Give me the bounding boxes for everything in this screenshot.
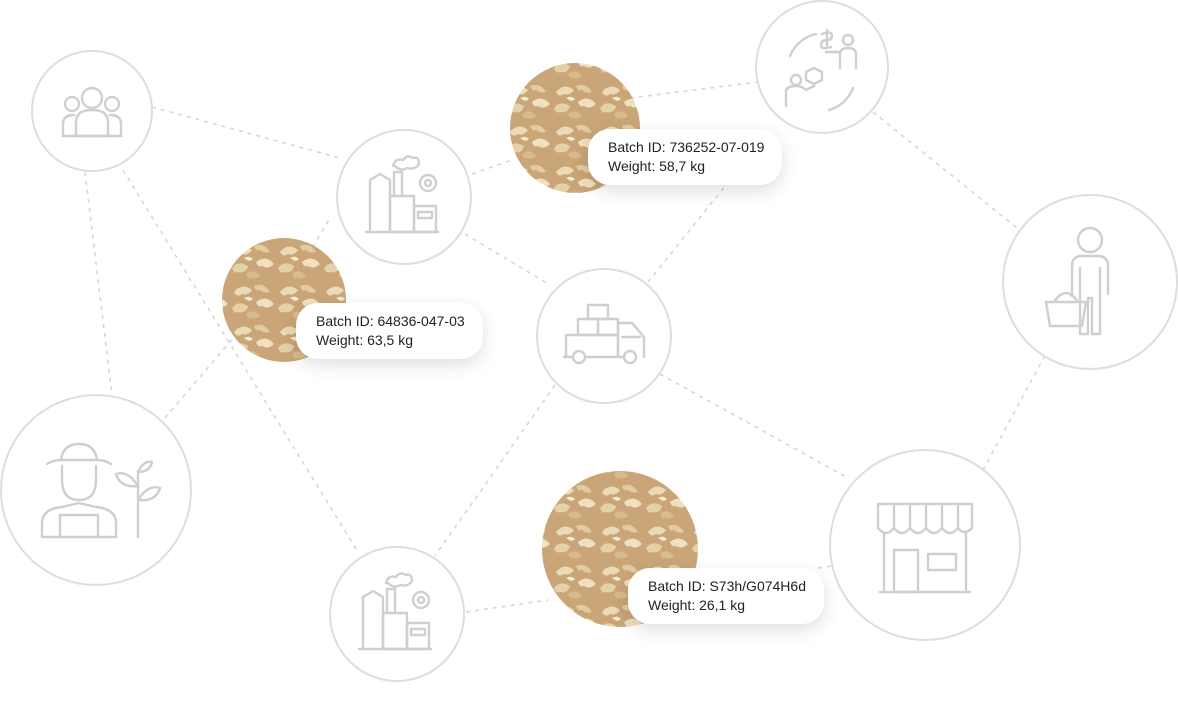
edge [982,349,1049,471]
edge [659,373,849,479]
batch-label-card: Batch ID: S73h/G074H6d Weight: 26,1 kg [628,568,824,624]
batch-label-card: Batch ID: 736252-07-019 Weight: 58,7 kg [588,129,783,185]
buyer-seller-exchange-icon [784,28,858,112]
batch-weight: Weight: 58,7 kg [608,158,706,174]
batch-id: Batch ID: 64836-047-03 [316,313,465,329]
edge [464,233,551,286]
edge [84,171,113,396]
storefront-icon [876,502,974,594]
trade-node [755,0,889,134]
store-node [829,449,1021,641]
edge [471,159,513,175]
edge [647,179,731,283]
shopper-node [1002,194,1178,370]
edges [84,81,1049,613]
delivery-truck-icon [562,303,646,365]
edge [465,599,549,613]
factory-icon [357,572,433,651]
shopper-with-basket-icon [1044,226,1110,336]
factory-icon [364,155,440,234]
edge [872,111,1023,233]
group-of-people-icon [61,86,123,138]
farmer-with-plant-icon [40,442,162,539]
edge [629,81,759,99]
batch-id: Batch ID: S73h/G074H6d [648,578,806,594]
batch-id: Batch ID: 736252-07-019 [608,139,765,155]
edge [307,217,331,256]
edge [434,384,556,557]
edge [817,565,833,569]
batch-weight: Weight: 63,5 kg [316,332,414,348]
edge [151,106,341,159]
edge [164,329,241,419]
farmer-node [0,394,192,586]
batch-weight: Weight: 26,1 kg [648,597,746,613]
batch-label-card: Batch ID: 64836-047-03 Weight: 63,5 kg [296,303,483,359]
edge [122,169,359,553]
